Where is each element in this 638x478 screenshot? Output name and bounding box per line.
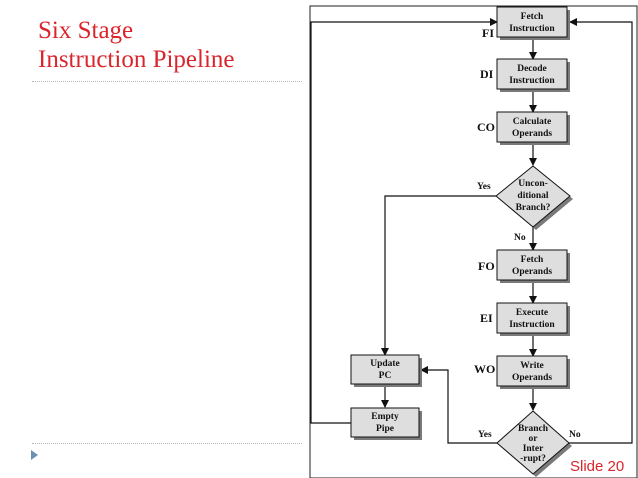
box-ei-line1: Execute: [516, 308, 548, 318]
stage-label-di: DI: [480, 67, 494, 81]
box-empty-line1: Empty: [371, 412, 399, 422]
label-uncond-yes: Yes: [477, 182, 491, 192]
label-branch-no: No: [569, 430, 581, 440]
footer-divider: [32, 443, 302, 444]
arrow-uncond-yes: [381, 195, 496, 356]
box-empty-pipe: Empty Pipe: [350, 407, 422, 440]
box-update-line2: PC: [379, 371, 392, 381]
slide-number: Slide 20: [570, 458, 625, 475]
branch-line1: Branch: [518, 424, 549, 434]
box-write-operands: Write Operands: [496, 355, 570, 389]
stage-label-fo: FO: [478, 259, 495, 273]
arrow-branch-yes: [420, 366, 497, 444]
stage-label-ei: EI: [480, 311, 493, 325]
box-fi-line2: Instruction: [509, 24, 555, 34]
box-update-pc: Update PC: [350, 354, 422, 387]
box-calculate-operands: Calculate Operands: [496, 111, 570, 145]
box-fetch-operands: Fetch Operands: [496, 249, 570, 283]
decision-branch-interrupt: Branch or Inter -rupt?: [496, 410, 572, 477]
box-wo-line2: Operands: [512, 373, 552, 383]
box-wo-line1: Write: [520, 361, 544, 371]
uncond-line1: Uncon-: [518, 179, 548, 189]
connectors: [310, 18, 633, 444]
box-fi-line1: Fetch: [521, 12, 544, 22]
box-fo-line2: Operands: [512, 267, 552, 277]
box-fo-line1: Fetch: [521, 255, 544, 265]
decision-unconditional-branch: Uncon- ditional Branch?: [495, 165, 573, 230]
diagram-frame: [309, 5, 638, 478]
stage-label-co: CO: [477, 120, 495, 134]
box-ei-line2: Instruction: [509, 320, 555, 330]
uncond-line3: Branch?: [516, 203, 551, 213]
branch-line3: Inter: [523, 444, 544, 454]
branch-line2: or: [529, 434, 539, 444]
box-co-line1: Calculate: [513, 117, 552, 127]
box-di-line2: Instruction: [509, 76, 555, 86]
box-fetch-instruction: Fetch Instruction: [496, 6, 570, 40]
box-decode-instruction: Decode Instruction: [496, 58, 570, 92]
label-uncond-no: No: [514, 233, 526, 243]
title-line-2: Instruction Pipeline: [38, 46, 235, 73]
stage-label-wo: WO: [474, 362, 495, 376]
box-update-line1: Update: [370, 359, 400, 369]
arrow-branch-no: [569, 18, 633, 444]
stage-label-fi: FI: [482, 26, 494, 40]
box-co-line2: Operands: [512, 129, 552, 139]
arrow-empty-fetch: [310, 18, 498, 424]
title-line-1: Six Stage: [38, 17, 134, 44]
label-branch-yes: Yes: [478, 430, 492, 440]
box-empty-line2: Pipe: [376, 424, 394, 434]
branch-line4: -rupt?: [520, 454, 546, 464]
slide-title: Six Stage Instruction Pipeline: [38, 16, 235, 74]
bullet-triangle-icon: [31, 450, 38, 460]
box-execute-instruction: Execute Instruction: [496, 302, 570, 336]
box-di-line1: Decode: [517, 64, 547, 74]
title-divider: [32, 81, 302, 82]
uncond-line2: ditional: [517, 191, 549, 201]
